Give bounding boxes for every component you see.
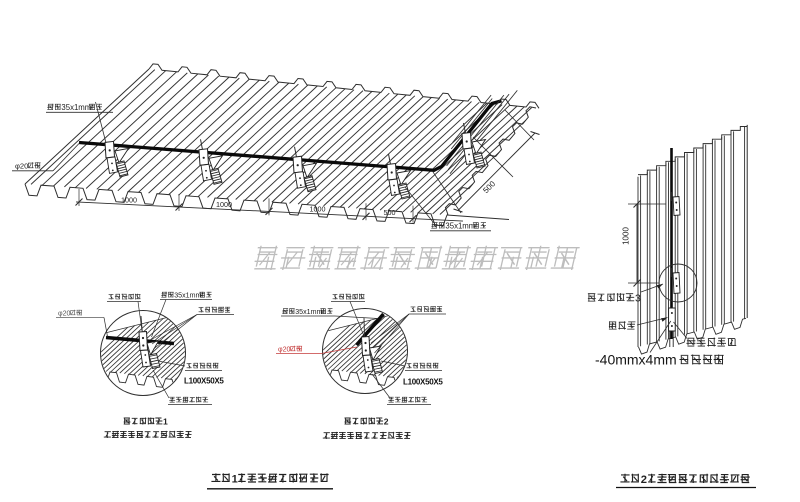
- svg-text:1: 1: [232, 474, 238, 486]
- svg-text:1000: 1000: [310, 205, 326, 214]
- svg-text:L100X50X5: L100X50X5: [403, 378, 443, 387]
- svg-text:-40mmx4mm: -40mmx4mm: [595, 352, 677, 368]
- svg-text:2: 2: [384, 417, 389, 427]
- svg-text:35x1mm: 35x1mm: [174, 292, 201, 300]
- svg-text:φ20: φ20: [278, 346, 291, 354]
- svg-text:L100X50X5: L100X50X5: [184, 377, 224, 386]
- svg-text:1000: 1000: [216, 200, 232, 209]
- svg-text:35x1mm: 35x1mm: [295, 308, 322, 316]
- svg-text:1000: 1000: [622, 227, 631, 245]
- svg-text:φ20: φ20: [58, 310, 71, 318]
- svg-text:1: 1: [163, 417, 168, 427]
- svg-text:φ20: φ20: [15, 162, 28, 171]
- svg-text:1000: 1000: [121, 195, 137, 204]
- svg-text:2: 2: [641, 474, 647, 486]
- svg-text:35x1mm: 35x1mm: [445, 222, 475, 231]
- svg-text:500: 500: [481, 179, 497, 195]
- svg-text:500: 500: [384, 208, 396, 217]
- svg-text:3: 3: [635, 294, 641, 305]
- svg-text:35x1mm: 35x1mm: [61, 103, 91, 112]
